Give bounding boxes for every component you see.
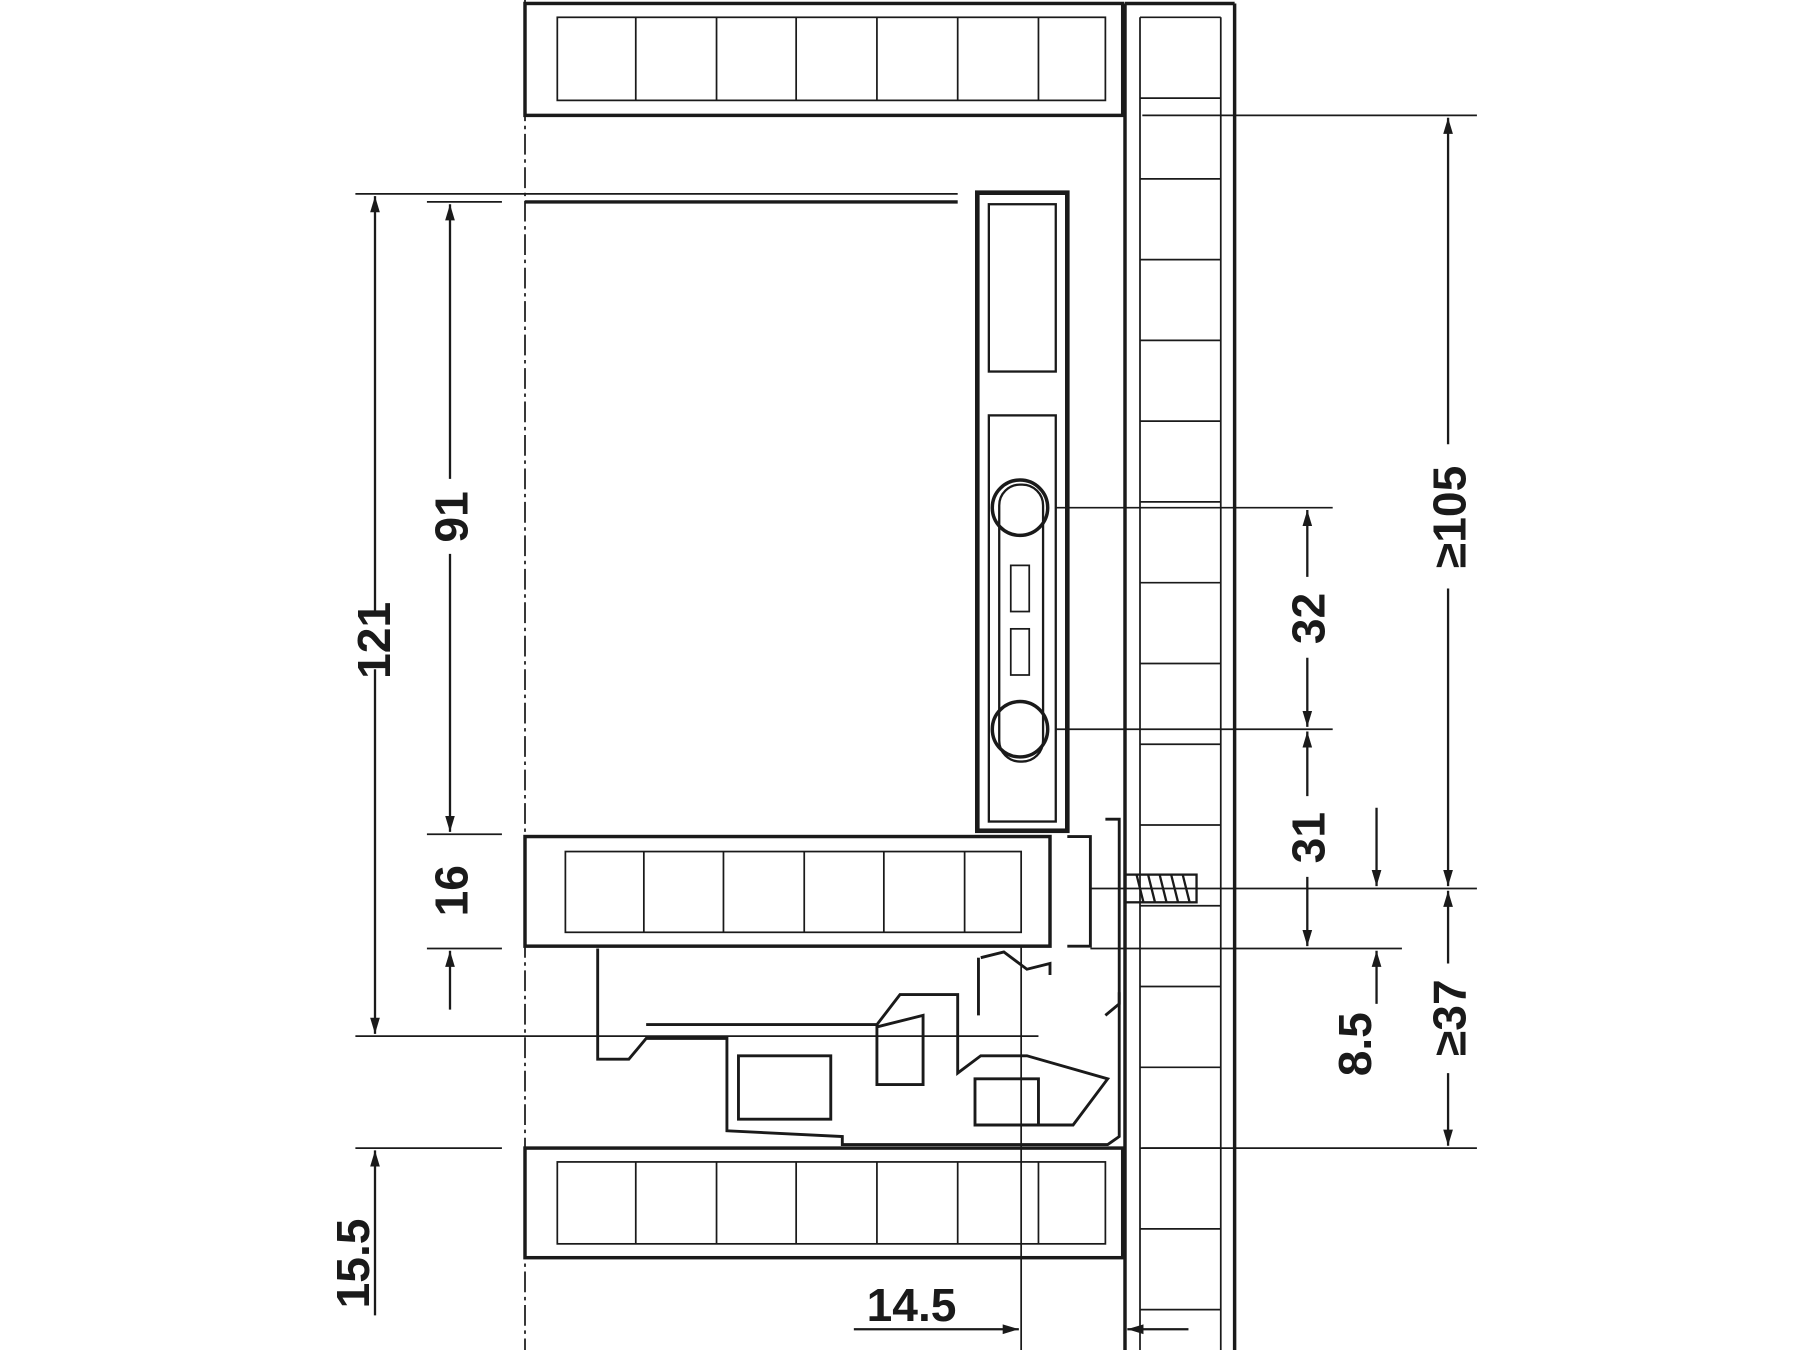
dim-14-5: 14.5 [867,1279,957,1331]
dim-32: 32 [1283,593,1335,644]
dim-8-5: 8.5 [1329,1012,1381,1076]
dimension-lines [370,117,1453,1335]
extension-lines [355,114,1477,1350]
cabinet-side-panel [1123,1,1237,1350]
drawer-side-profile [975,190,1070,834]
dim-121: 121 [348,602,400,679]
bottom-shelf [523,1146,1125,1260]
mounting-hole-upper [990,478,1050,538]
runner-mechanism [596,817,1121,1147]
dim-31: 31 [1283,812,1335,863]
dim-15-5: 15.5 [327,1219,379,1309]
top-shelf [523,1,1125,118]
drawer-bottom [523,834,1052,948]
mounting-hole-lower [990,699,1050,759]
dim-min-105: ≥105 [1423,466,1475,568]
dim-91: 91 [425,491,477,542]
dim-min-37: ≥37 [1423,979,1475,1056]
dim-16: 16 [425,865,477,916]
